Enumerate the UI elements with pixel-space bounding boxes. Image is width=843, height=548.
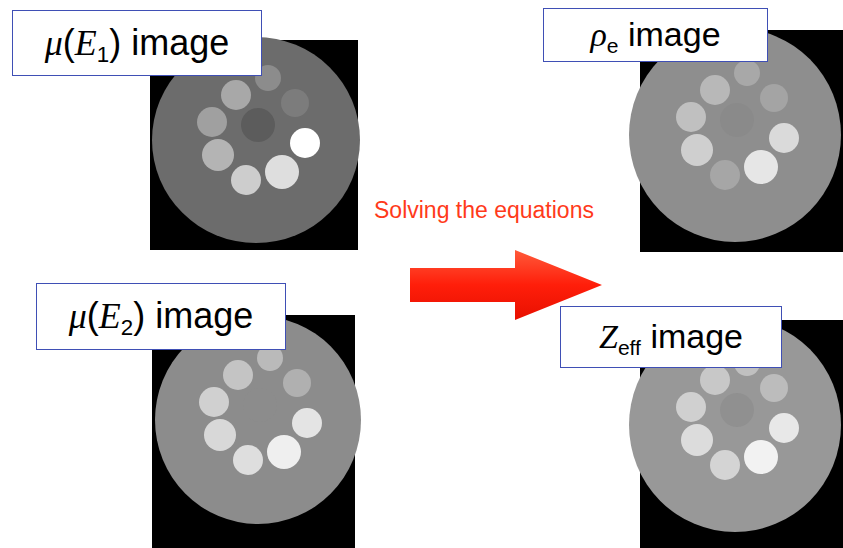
- phantom-insert: [204, 419, 236, 451]
- phantom-insert: [700, 75, 730, 105]
- image-label-box: Zeff image: [560, 306, 782, 368]
- phantom-insert: [231, 165, 261, 195]
- phantom-insert: [681, 134, 713, 166]
- image-label: μ(E1) image: [45, 23, 230, 64]
- phantom-insert: [760, 84, 788, 112]
- phantom-insert: [292, 408, 322, 438]
- phantom-insert: [267, 435, 301, 469]
- phantom-insert: [760, 374, 788, 402]
- phantom-insert: [700, 365, 730, 395]
- image-label: μ(E2) image: [69, 296, 254, 337]
- phantom-insert: [199, 387, 229, 417]
- image-label: ρe image: [590, 16, 720, 53]
- phantom-body: [629, 318, 841, 532]
- phantom-insert: [241, 108, 275, 142]
- phantom-insert: [243, 388, 277, 422]
- phantom-insert: [720, 103, 754, 137]
- phantom-insert: [265, 155, 299, 189]
- phantom-insert: [734, 60, 760, 86]
- phantom-insert: [744, 440, 778, 474]
- phantom-insert: [676, 392, 706, 422]
- phantom-insert: [290, 128, 320, 158]
- image-label-box: ρe image: [543, 8, 768, 62]
- image-label-box: μ(E2) image: [36, 283, 286, 350]
- ct-phantom-image: [629, 318, 843, 548]
- phantom-insert: [681, 424, 713, 456]
- phantom-insert: [281, 89, 309, 117]
- phantom-insert: [769, 123, 799, 153]
- phantom-insert: [769, 413, 799, 443]
- phantom-insert: [720, 393, 754, 427]
- phantom-insert: [710, 160, 740, 190]
- phantom-insert: [710, 450, 740, 480]
- phantom-insert: [744, 150, 778, 184]
- phantom-insert: [197, 107, 227, 137]
- phantom-insert: [202, 139, 234, 171]
- phantom-insert: [283, 369, 311, 397]
- phantom-insert: [223, 360, 253, 390]
- phantom-insert: [676, 102, 706, 132]
- arrow-caption: Solving the equations: [372, 197, 596, 223]
- image-label: Zeff image: [599, 318, 743, 355]
- phantom-insert: [233, 445, 263, 475]
- image-label-box: μ(E1) image: [12, 10, 262, 76]
- phantom-insert: [221, 80, 251, 110]
